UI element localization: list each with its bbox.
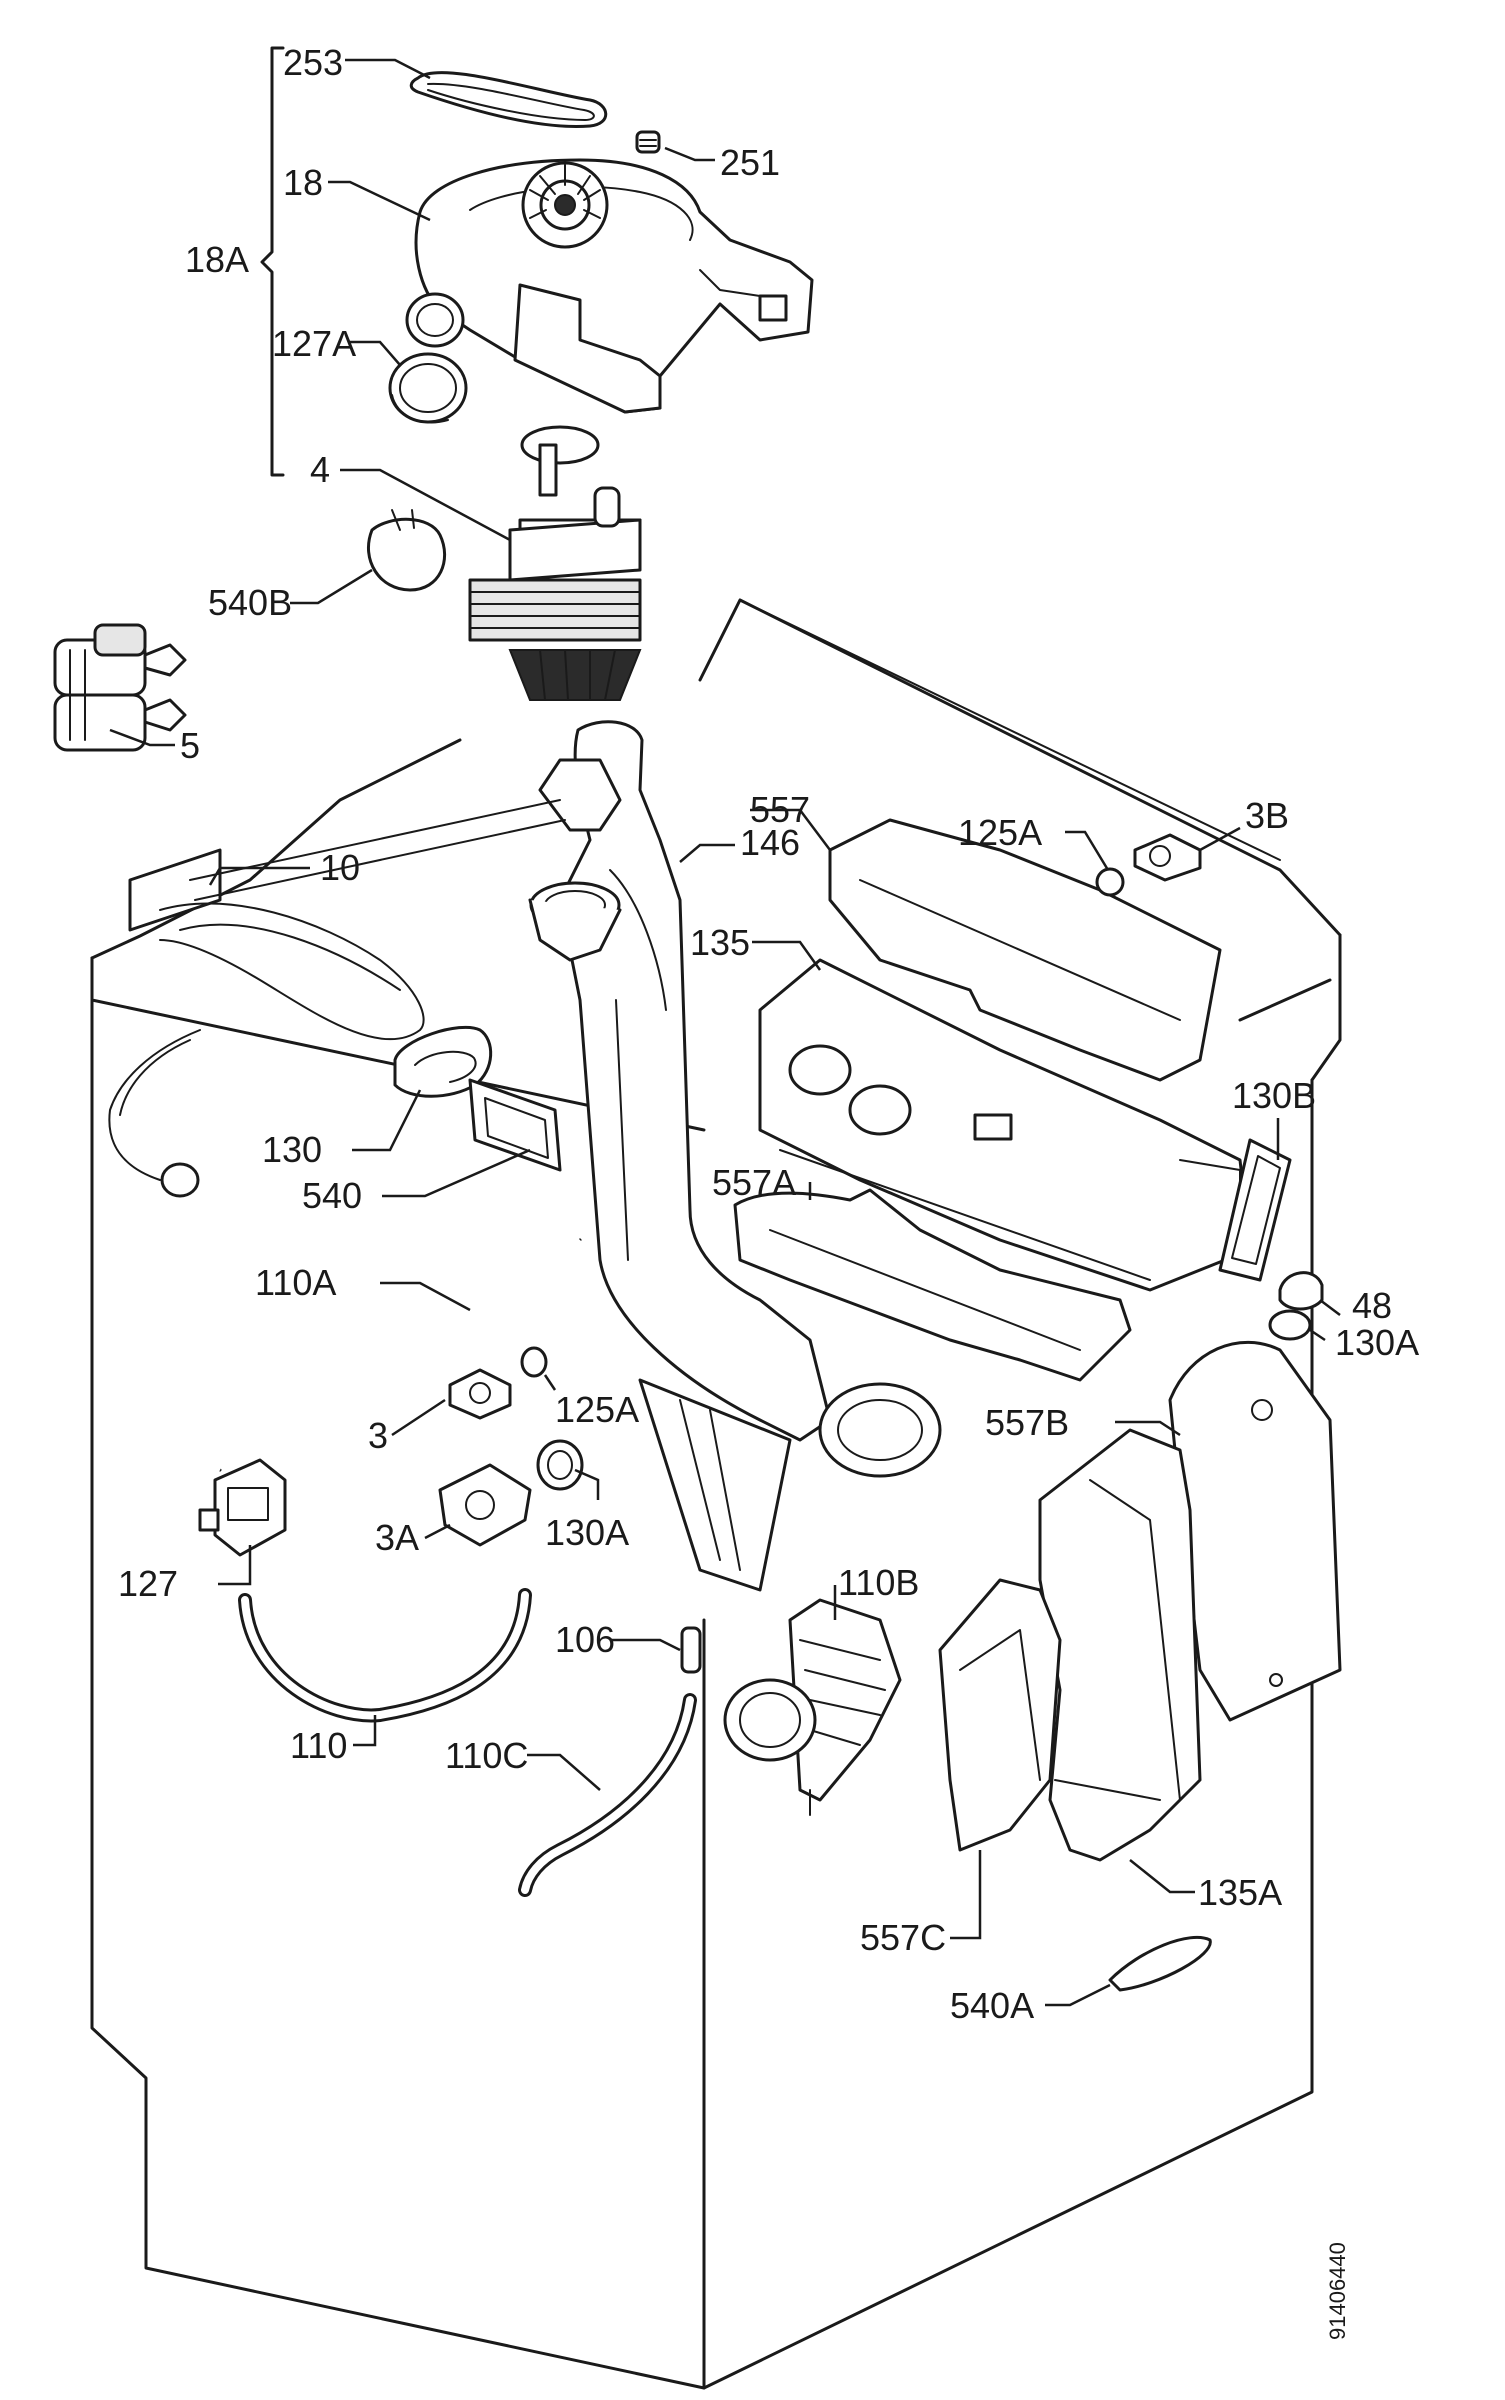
- clamp-540B: [366, 509, 446, 592]
- label-125A: 125A: [555, 1389, 639, 1430]
- strap-540A: [1108, 1935, 1212, 1992]
- thermostat-3: [448, 1368, 512, 1420]
- leader-lines: [109, 58, 1341, 2007]
- label-135A: 135A: [1198, 1872, 1282, 1913]
- label-18: 18: [283, 162, 323, 203]
- heater-10: [108, 799, 566, 1198]
- motor-4: [468, 425, 642, 701]
- plate-557A: [733, 1188, 1132, 1382]
- o-ring-125A-top: [1095, 867, 1125, 897]
- label-110C: 110C: [445, 1735, 528, 1776]
- cap-251: [635, 130, 661, 154]
- label-130A-right: 130A: [1335, 1322, 1419, 1363]
- hose-110C: [518, 1693, 697, 1897]
- fan-housing-18: [405, 158, 814, 414]
- gasket-130A: [536, 1439, 584, 1491]
- callout-labels: 253 251 18 18A 127A 4 540B 5 557 125A 3B…: [118, 42, 1419, 2026]
- label-130A: 130A: [545, 1512, 629, 1553]
- label-540: 540: [302, 1175, 362, 1216]
- cabinet-outline: [90, 598, 1342, 2390]
- label-557B: 557B: [985, 1402, 1069, 1443]
- label-557C: 557C: [860, 1917, 946, 1958]
- label-110A: 110A: [255, 1262, 336, 1303]
- label-146: 146: [740, 822, 800, 863]
- document-id: 91406440: [1325, 2242, 1350, 2340]
- label-48: 48: [1352, 1285, 1392, 1326]
- part-48: [1278, 1271, 1324, 1311]
- thermostat-3B: [1133, 833, 1202, 882]
- pump-127: [198, 1458, 287, 1557]
- connector-106: [680, 1626, 702, 1674]
- hose-110: [238, 1588, 532, 1723]
- clip-540: [468, 1078, 562, 1172]
- label-5: 5: [180, 725, 200, 766]
- belt-253: [409, 71, 608, 128]
- label-135: 135: [690, 922, 750, 963]
- label-3B: 3B: [1245, 795, 1289, 836]
- label-3: 3: [368, 1415, 388, 1456]
- ring-127A: [388, 352, 468, 424]
- air-duct-146: [528, 720, 942, 1592]
- label-557A: 557A: [712, 1162, 796, 1203]
- label-10: 10: [320, 847, 360, 888]
- label-540A: 540A: [950, 1985, 1034, 2026]
- label-557: 557: [750, 789, 810, 830]
- label-130: 130: [262, 1129, 322, 1170]
- label-110: 110: [290, 1725, 347, 1766]
- cover-557: [828, 818, 1222, 1082]
- label-106: 106: [555, 1619, 615, 1660]
- gasket-130B: [1218, 1138, 1292, 1282]
- thermostat-3A: [438, 1463, 532, 1547]
- label-127: 127: [118, 1563, 178, 1604]
- gasket-130A-right: [1268, 1309, 1312, 1341]
- label-253: 253: [283, 42, 343, 83]
- label-127A: 127A: [272, 323, 356, 364]
- housing-557B-135A: [1038, 1340, 1342, 1862]
- label-130B: 130B: [1232, 1075, 1316, 1116]
- bellows-110B: [723, 1598, 902, 1816]
- cover-557C: [938, 1578, 1062, 1852]
- label-18A: 18A: [185, 239, 249, 280]
- hose-110A: [181, 1238, 582, 1473]
- valve-5: [53, 623, 187, 752]
- label-251: 251: [720, 142, 780, 183]
- assembly-bracket-18A: [260, 46, 285, 477]
- label-540B: 540B: [208, 582, 292, 623]
- label-110B: 110B: [838, 1562, 919, 1603]
- label-4: 4: [310, 449, 330, 490]
- gasket-130: [393, 1025, 493, 1098]
- o-ring-125A: [520, 1346, 548, 1378]
- label-3A: 3A: [375, 1517, 419, 1558]
- label-125A-top: 125A: [958, 812, 1042, 853]
